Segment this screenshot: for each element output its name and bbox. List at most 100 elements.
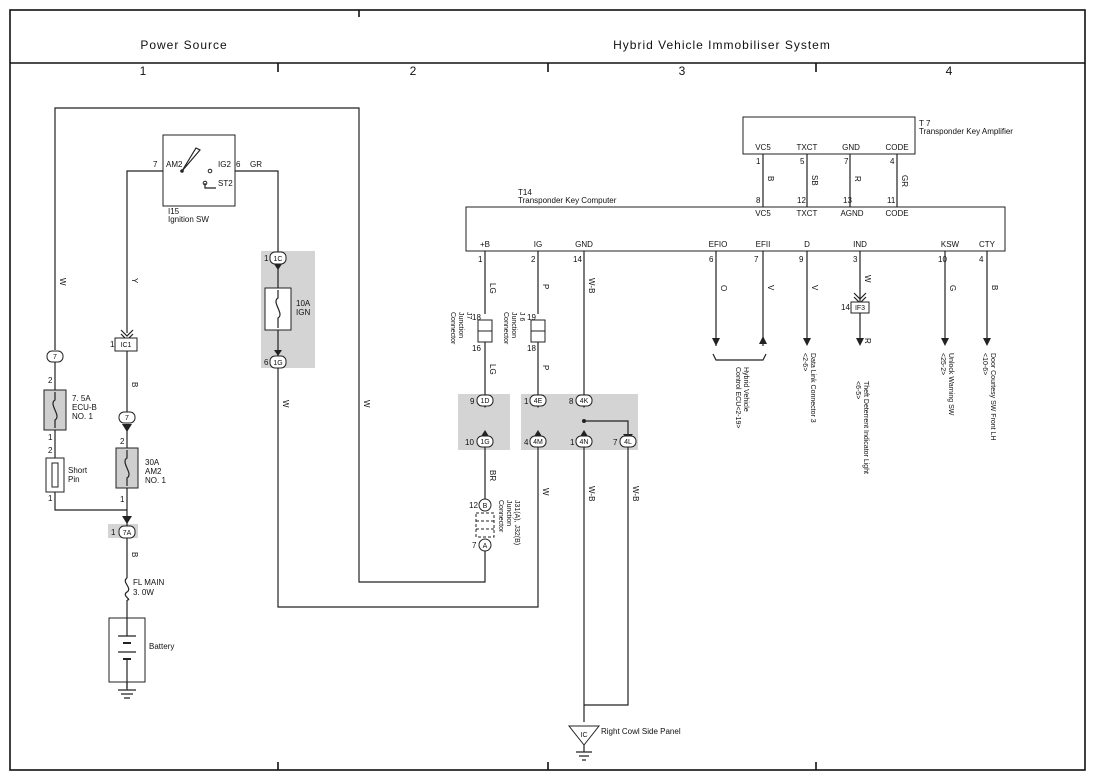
connector-1c-pin: 1 <box>264 254 269 263</box>
connector-1g <box>476 435 494 448</box>
comp-pin-ind: IND <box>853 240 867 249</box>
connector-4l-label: 4L <box>624 439 632 446</box>
connector-7a-pin: 1 <box>111 528 116 537</box>
wire-wb-gnd: W-B <box>587 278 596 293</box>
comp-num-2: 2 <box>531 255 536 264</box>
fuse-am2-pin-top: 2 <box>120 437 125 446</box>
j7-ref: J7 <box>465 312 472 320</box>
fuse-am2-pin-bot: 1 <box>120 495 125 504</box>
connector-4k-pin: 8 <box>569 397 574 406</box>
amp-pin-gnd: GND <box>842 143 860 152</box>
comp-num-3: 3 <box>853 255 858 264</box>
j6-pin-top: 19 <box>527 313 536 322</box>
j31-ref: J31(A), J32(B) <box>513 500 520 545</box>
comp-pin-efii: EFII <box>756 240 771 249</box>
amp-num-7: 7 <box>844 157 849 166</box>
wire-br: BR <box>488 470 497 481</box>
j7-pin-bot: 16 <box>472 344 481 353</box>
wire-gr: GR <box>250 160 262 169</box>
ground-icon <box>118 682 136 699</box>
comp-pin-efio: EFIO <box>709 240 728 249</box>
comp-pin-d: D <box>804 240 810 249</box>
comp-num-10: 10 <box>938 255 947 264</box>
wire-v-d: V <box>810 285 819 291</box>
dest-door-line-2: <10-6> <box>981 353 988 375</box>
connector-4l <box>619 435 637 448</box>
ground-point-ic <box>567 725 601 761</box>
wire-o: O <box>719 285 728 291</box>
j31-pin-bot: 7 <box>472 541 477 550</box>
connector-4n <box>575 435 593 448</box>
comp-top-num-12: 12 <box>797 196 806 205</box>
dest-unlock-line-1: Unlock Warning SW <box>947 353 954 416</box>
wire-w-left: W <box>58 278 67 286</box>
j31-b: B <box>483 503 488 510</box>
ground-ref: IC <box>581 732 588 739</box>
fuse-ign-name: IGN <box>296 308 310 317</box>
header-power-source: Power Source <box>140 38 227 52</box>
ignition-sw-name: Ignition SW <box>168 215 209 224</box>
j31-label-1: Junction <box>505 500 512 526</box>
wire-sb-amp: SB <box>810 175 819 186</box>
amplifier-ref: T 7 <box>919 119 931 128</box>
j7-label-2: Connector <box>449 312 456 345</box>
label-st2: ST2 <box>218 179 233 188</box>
j6-label-2: Connector <box>502 312 509 345</box>
fuse-am2-no: NO. 1 <box>145 476 166 485</box>
wire-p-1: P <box>541 284 550 289</box>
ignition-switch <box>162 134 236 207</box>
dest-dlc-line-2: <2-6> <box>801 353 808 371</box>
comp-top-num-11: 11 <box>887 196 896 205</box>
fuse-ecu-b <box>43 389 67 431</box>
connector-1g-pin: 10 <box>465 438 474 447</box>
fuse-ign <box>264 287 292 331</box>
wire-gr-amp: GR <box>900 175 909 187</box>
j7-pin-top: 18 <box>472 313 481 322</box>
connector-4k-label: 4K <box>580 398 589 405</box>
ground-name: Right Cowl Side Panel <box>601 727 681 736</box>
battery-label: Battery <box>149 642 174 651</box>
comp-num-7: 7 <box>754 255 759 264</box>
fuse-ecub-name: ECU-B <box>72 403 97 412</box>
fl-main-label-1: FL MAIN <box>133 578 164 587</box>
pin-ig2: 6 <box>236 160 241 169</box>
wire-p-2: P <box>541 365 550 370</box>
wire-w-4m: W <box>541 488 550 496</box>
wire-y: Y <box>130 278 139 284</box>
connector-1g-label: 1G <box>480 439 489 446</box>
wire-r-ind: R <box>863 338 872 344</box>
connector-7-left-label: 7 <box>53 354 57 361</box>
fuse-ign-rating: 10A <box>296 299 311 308</box>
comp-num-14: 14 <box>573 255 582 264</box>
j6-ref: J 6 <box>518 312 525 321</box>
computer-name: Transponder Key Computer <box>518 196 617 205</box>
connector-ic1-label: IC1 <box>121 342 132 349</box>
battery-icon <box>108 617 146 683</box>
connector-1g-top-pin: 6 <box>264 358 269 367</box>
short-pin-bot: 1 <box>48 494 53 503</box>
dest-dlc-line-1: Data Link Connector 3 <box>809 353 816 423</box>
j31-a: A <box>483 543 488 550</box>
wire-wb-4n: W-B <box>587 486 596 501</box>
connector-4e-pin: 1 <box>524 397 529 406</box>
ignition-sw-ref: I15 <box>168 207 180 216</box>
connector-1d <box>476 394 494 407</box>
fuse-ecub-rating: 7. 5A <box>72 394 91 403</box>
wire-w-mid: W <box>362 400 371 408</box>
comp-top-txct: TXCT <box>797 209 818 218</box>
fuse-am2 <box>115 447 139 489</box>
wires <box>54 107 988 722</box>
connector-4n-pin: 1 <box>570 438 575 447</box>
amp-num-5: 5 <box>800 157 805 166</box>
comp-top-vc5: VC5 <box>755 209 771 218</box>
comp-pin-ig: IG <box>534 240 542 249</box>
connector-if3-label: IF3 <box>855 305 865 312</box>
transponder-key-computer <box>465 206 1006 252</box>
wire-g: G <box>948 285 957 291</box>
header-system-title: Hybrid Vehicle Immobiliser System <box>613 38 831 52</box>
wire-w-1g: W <box>281 400 290 408</box>
short-pin-top: 2 <box>48 446 53 455</box>
wire-wb-4l: W-B <box>631 486 640 501</box>
wire-b-cty: B <box>990 285 999 290</box>
fuse-am2-name: AM2 <box>145 467 162 476</box>
